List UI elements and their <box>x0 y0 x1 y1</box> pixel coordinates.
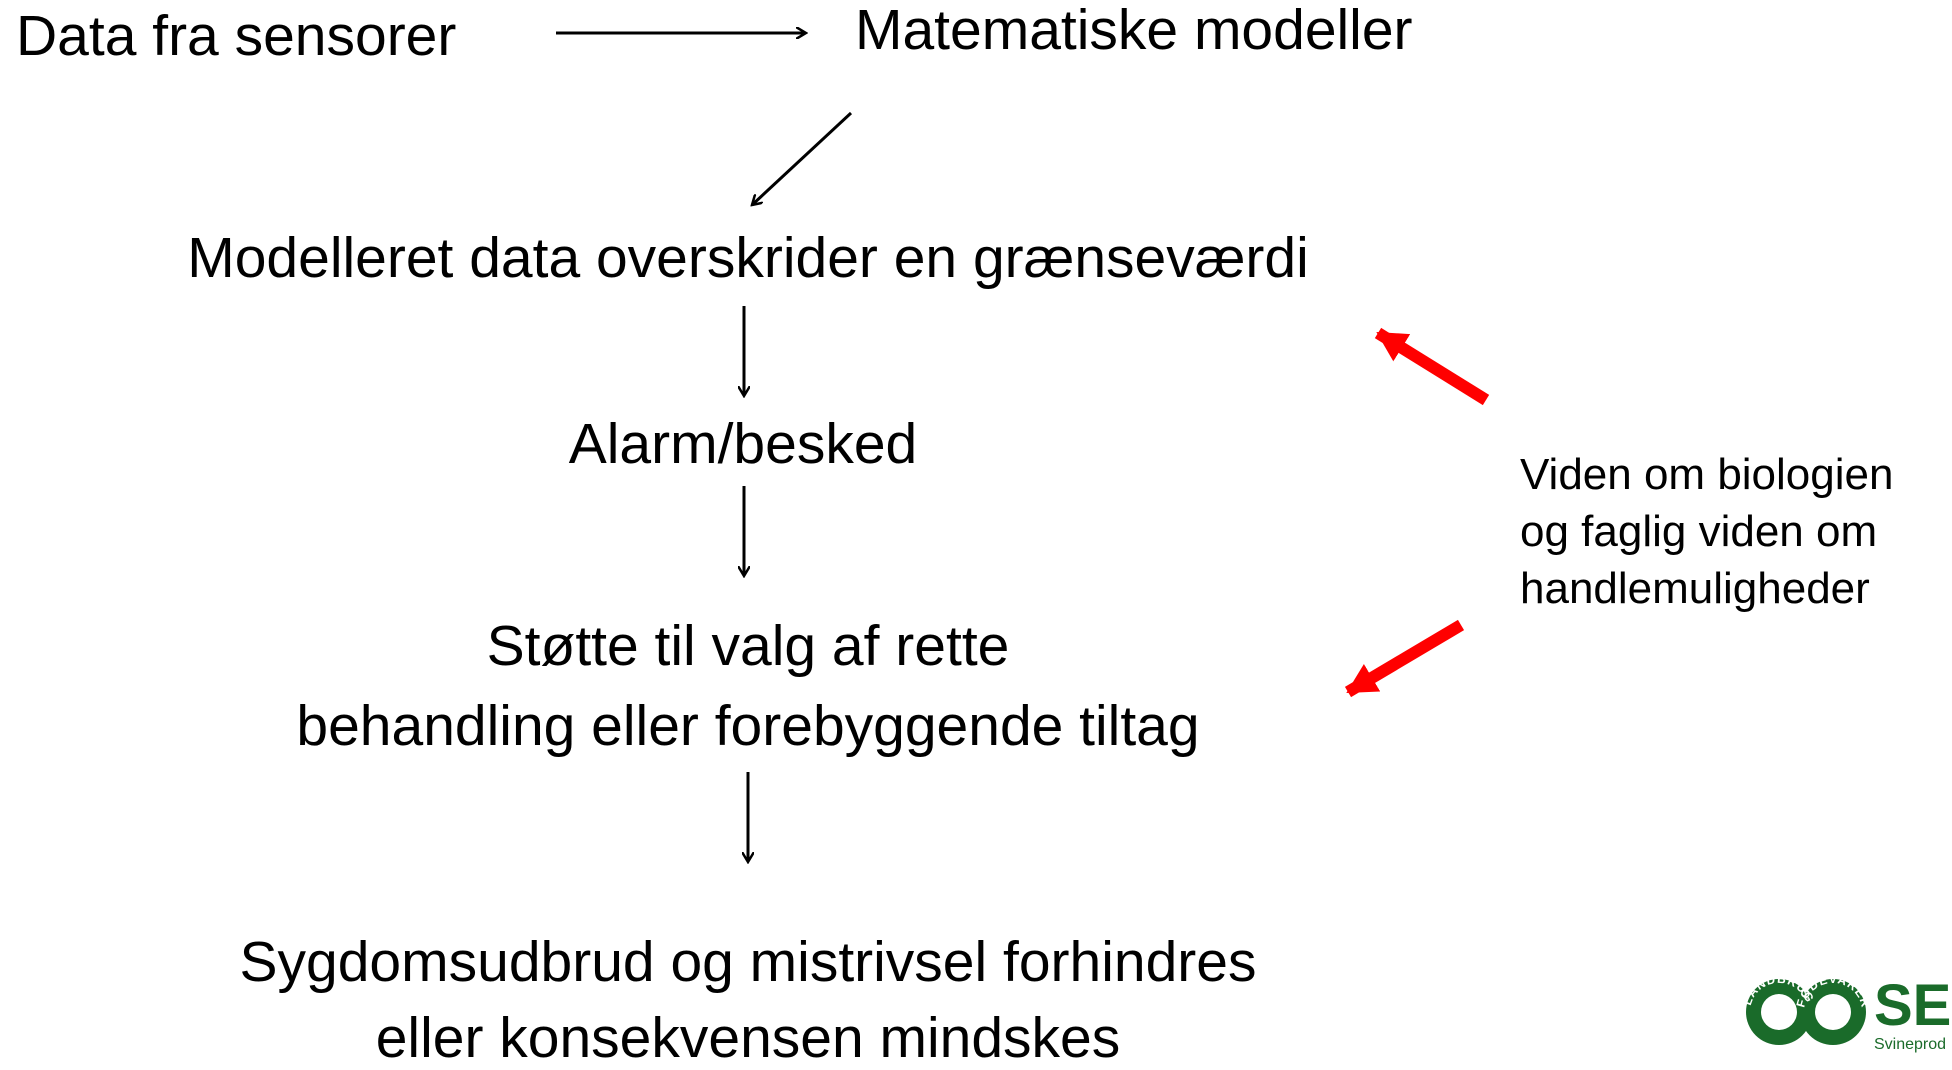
red-arrow-to-threshold <box>1374 327 1490 406</box>
node-threshold: Modelleret data overskrider en grænsevær… <box>187 226 1309 290</box>
arrow-models-to-threshold <box>752 111 853 205</box>
node-alarm: Alarm/besked <box>568 412 918 476</box>
node-math-models: Matematiske modeller <box>855 0 1413 62</box>
node-support-line2: behandling eller forebyggende tiltag <box>296 694 1200 758</box>
logo-name: SEG <box>1874 973 1952 1038</box>
red-arrow-to-support <box>1344 619 1465 698</box>
knowledge-note: Viden om biologien og faglig viden om ha… <box>1520 446 1893 617</box>
knowledge-line1: Viden om biologien <box>1520 450 1894 499</box>
node-sensor-data: Data fra sensorer <box>16 4 457 68</box>
node-support-line1: Støtte til valg af rette <box>486 614 1010 678</box>
seges-logo: LANDBRUG FØDEVARER SEG Svineprod <box>1740 962 1952 1062</box>
knowledge-line2: og faglig viden om <box>1520 507 1878 556</box>
node-outcome-line2: eller konsekvensen mindskes <box>375 1006 1121 1070</box>
knowledge-line3: handlemuligheder <box>1520 564 1870 613</box>
node-outcome-line1: Sygdomsudbrud og mistrivsel forhindres <box>239 930 1257 994</box>
logo-subtitle: Svineprod <box>1874 1036 1947 1053</box>
